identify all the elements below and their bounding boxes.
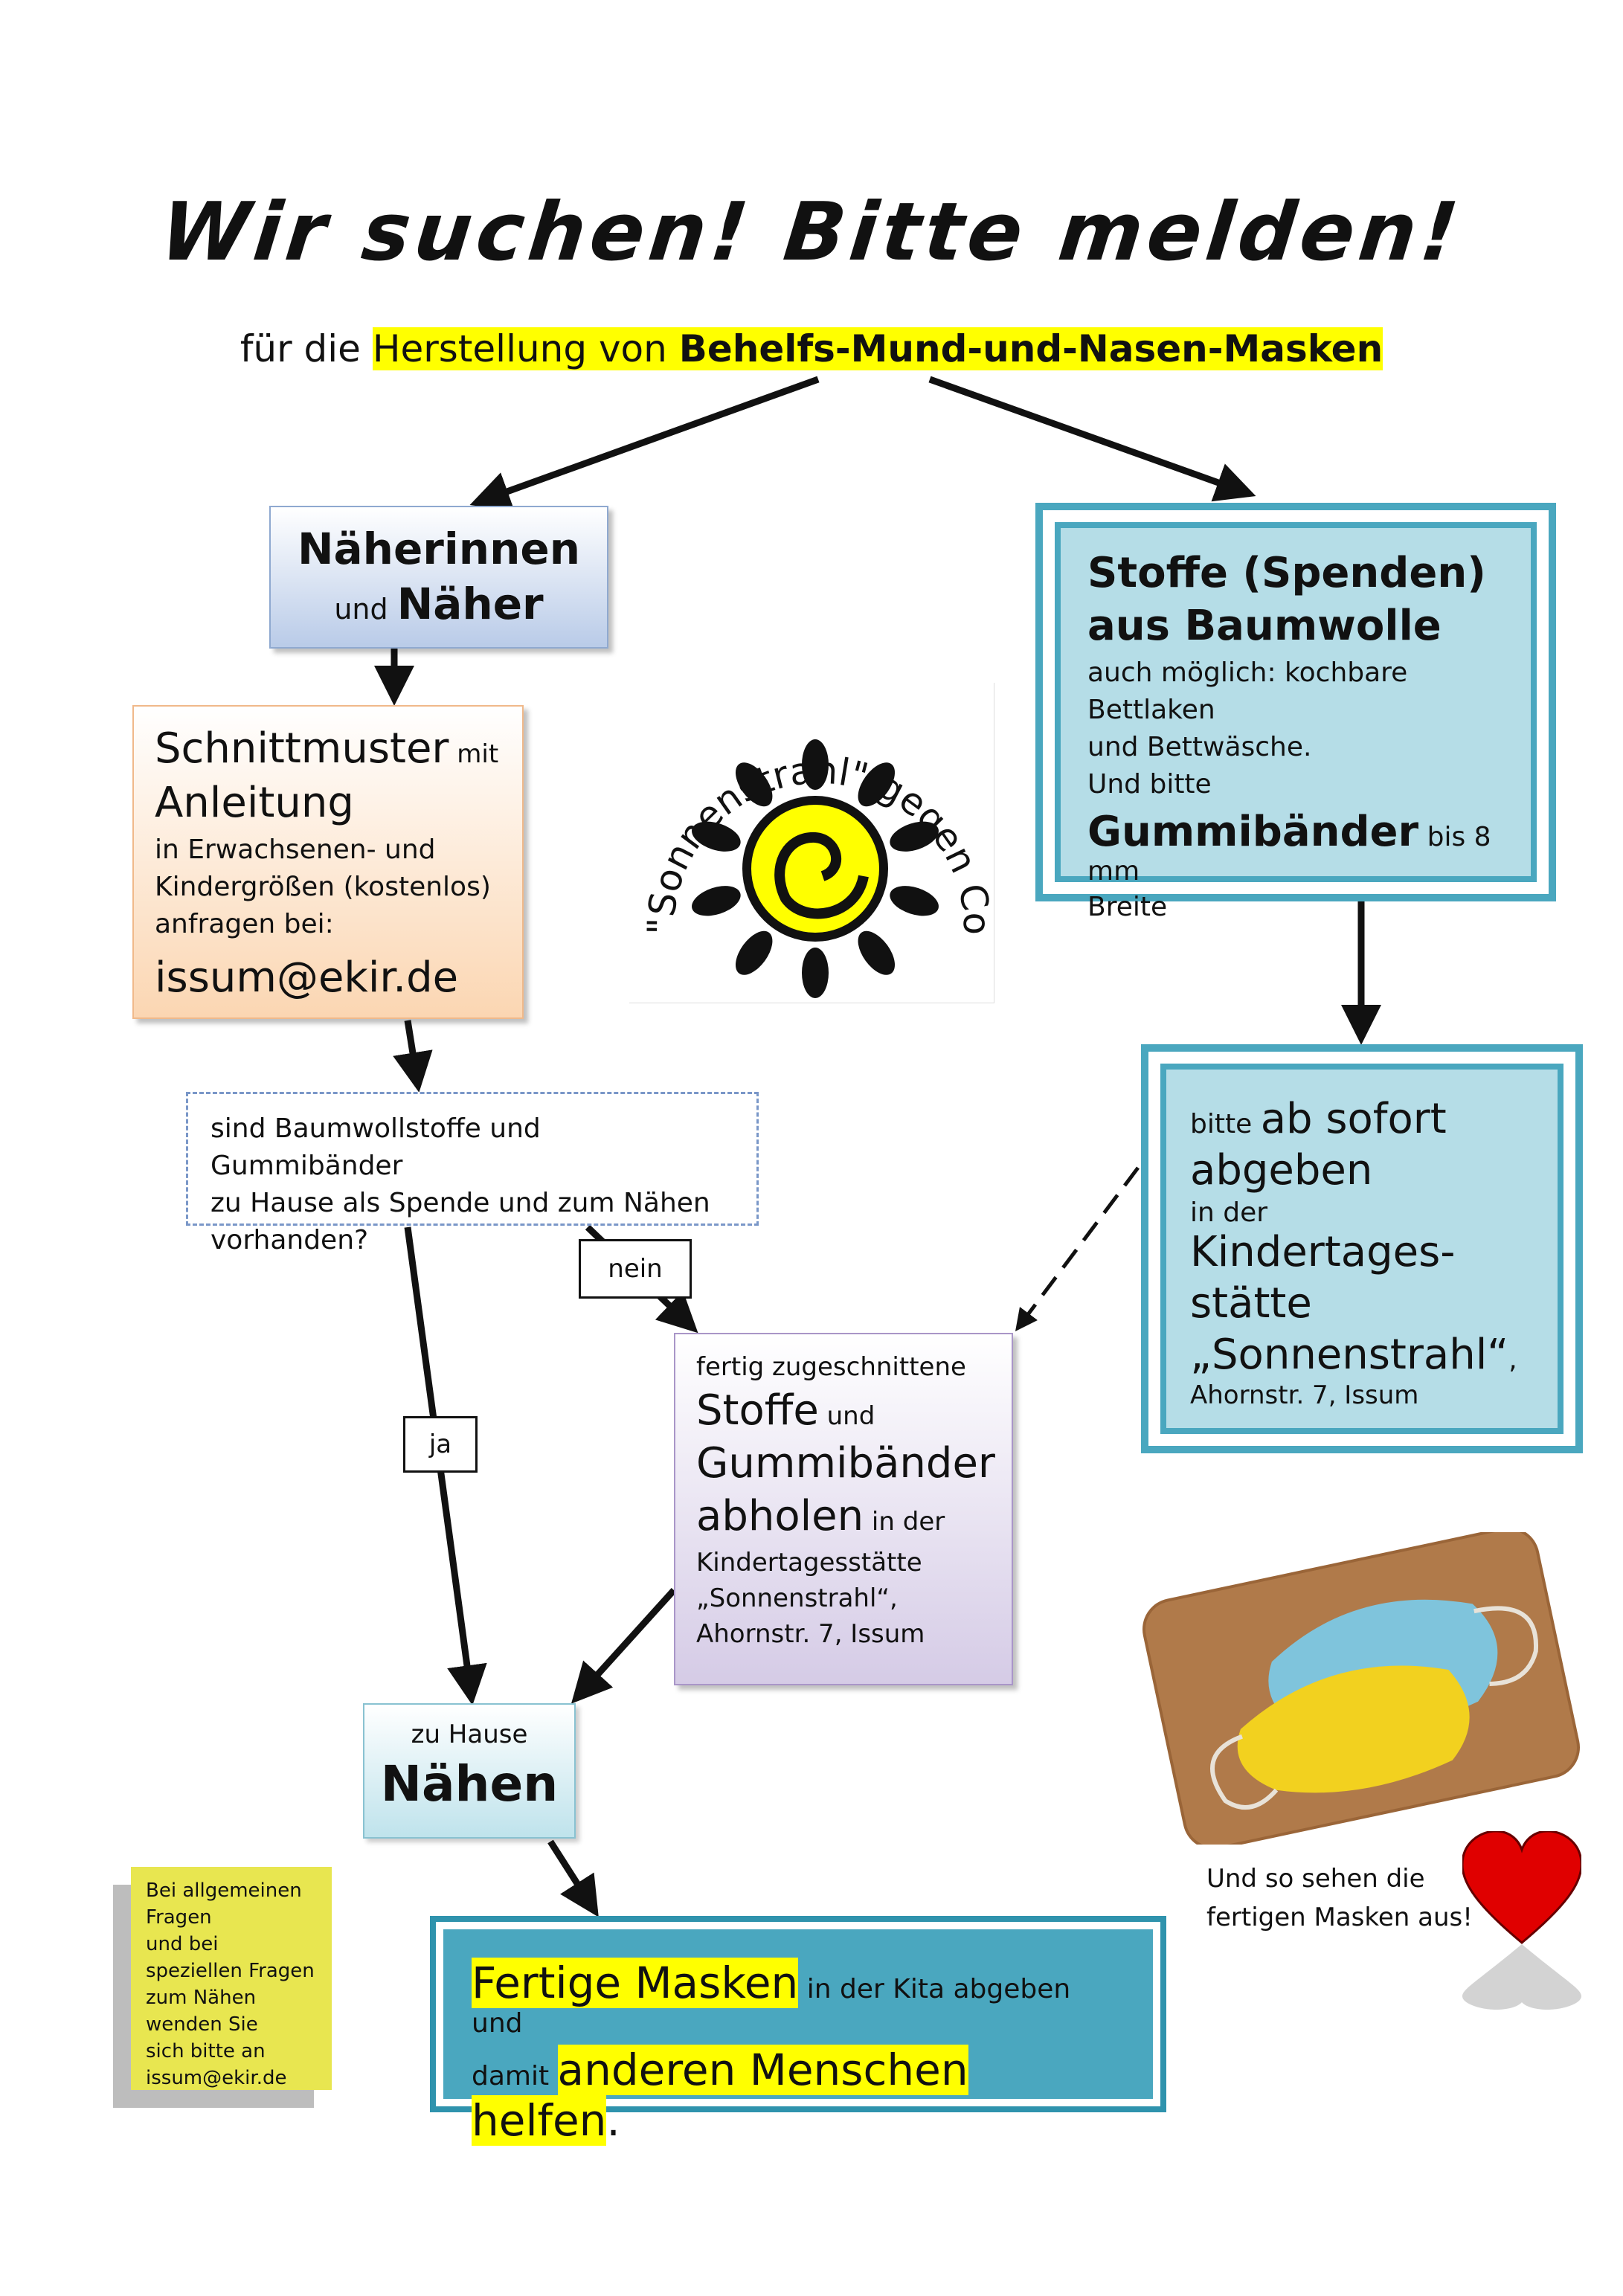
schnitt-line4: Kindergrößen (kostenlos) [155, 872, 491, 902]
stoffe-line3: auch möglich: kochbare Bettlaken [1087, 657, 1408, 725]
subtitle-prefix: für die [240, 327, 373, 370]
abholen-line6: „Sonnenstrahl“, [696, 1583, 898, 1613]
note-line: zum Nähen [146, 1987, 257, 2009]
photo-caption: Und so sehen die fertigen Masken aus! [1206, 1859, 1519, 1937]
question-line3: vorhanden? [210, 1225, 369, 1255]
stoffe-big: Gummibänder [1087, 808, 1419, 856]
abholen-big1: Stoffe [696, 1386, 819, 1435]
fertig-box: Fertige Masken in der Kita abgeben und d… [443, 1929, 1153, 2146]
label-nein: nein [579, 1239, 692, 1299]
label-ja: ja [403, 1416, 478, 1473]
naehen-big: Nähen [380, 1755, 559, 1813]
naeherinnen-line1: Näherinnen [297, 524, 580, 574]
naehen-small: zu Hause [411, 1720, 528, 1749]
abholen-big2: Gummibänder [696, 1439, 995, 1488]
stoffe-line4: und Bettwäsche. [1087, 732, 1312, 762]
arrow-abgeben-abholen [1015, 1166, 1140, 1331]
abholen-box: fertig zugeschnittene Stoffe und Gummibä… [674, 1333, 1013, 1685]
schnitt-line5: anfragen bei: [155, 909, 334, 939]
question-line1: sind Baumwollstoffe und Gummibänder [210, 1113, 541, 1181]
sun-logo: Kita "Sonnenstrahl" gegen Corona [617, 649, 998, 998]
fertig-rest1: in der Kita abgeben und [472, 1974, 1071, 2039]
schnitt-line3: in Erwachsenen- und [155, 835, 436, 865]
abholen-line1: fertig zugeschnittene [696, 1352, 966, 1382]
abgeben-big2: abgeben [1190, 1146, 1373, 1194]
abgeben-big5: „Sonnenstrahl“ [1190, 1331, 1509, 1379]
subtitle-bold: Behelfs-Mund-und-Nasen-Masken [678, 327, 1383, 370]
abholen-line5: Kindertagesstätte [696, 1548, 922, 1578]
heart-icon [1462, 1831, 1581, 2010]
fertig-end: . [606, 2095, 620, 2146]
schnitt-small1: mit [449, 739, 499, 769]
sun-rays [692, 739, 939, 998]
subtitle: für die Herstellung von Behelfs-Mund-und… [0, 327, 1623, 370]
fertig-hl1: Fertige Masken [472, 1958, 799, 2008]
naeherinnen-box: Näherinnen und Näher [269, 506, 608, 649]
note-line: sich bitte an [146, 2040, 266, 2062]
stoffe-line2: aus Baumwolle [1087, 602, 1442, 650]
arrow-to-stoffe [928, 376, 1256, 502]
schnittmuster-box: Schnittmuster mit Anleitung in Erwachsen… [132, 705, 524, 1019]
abholen-big3: abholen [696, 1492, 864, 1540]
arrow-to-naeherinnen [469, 376, 820, 511]
note-line: Fragen [146, 1906, 212, 1929]
note-line: Bei allgemeinen [146, 1879, 302, 1902]
abholen-small3: in der [864, 1507, 945, 1537]
yellow-mask [1237, 1665, 1470, 1793]
sticky-note: Bei allgemeinen Fragen und bei spezielle… [131, 1867, 332, 2090]
abgeben-box: bitte ab sofort abgeben in der Kindertag… [1160, 1064, 1563, 1434]
schnitt-email: issum@ekir.de [155, 954, 459, 1002]
arrow-naehen-fertig [547, 1839, 599, 1917]
caption-line2: fertigen Masken aus! [1206, 1903, 1473, 1932]
stoffe-small: bis 8 mm [1087, 822, 1491, 887]
abgeben-big1: ab sofort [1260, 1095, 1447, 1143]
arrow-abholen-naehen [571, 1587, 677, 1704]
abgeben-big3: Kindertages- [1190, 1228, 1456, 1276]
caption-line1: Und so sehen die [1206, 1864, 1425, 1894]
arrow-schnitt-question [393, 1020, 433, 1093]
stoffe-line7: Breite [1087, 892, 1168, 922]
masks-photo [1142, 1532, 1581, 1845]
abholen-small1: und [818, 1401, 875, 1431]
abholen-line7: Ahornstr. 7, Issum [696, 1619, 925, 1649]
note-line: issum@ekir.de [146, 2067, 287, 2089]
naeherinnen-line2: Näher [396, 579, 544, 629]
note-line: und bei [146, 1933, 219, 1955]
page-title: Wir suchen! Bitte melden! [155, 186, 1468, 279]
naeherinnen-small: und [334, 593, 397, 626]
abgeben-small1: bitte [1190, 1109, 1261, 1139]
fertig-hl2: anderen Menschen helfen [472, 2045, 968, 2146]
abgeben-big4: stätte [1190, 1279, 1312, 1328]
abgeben-small2: in der [1190, 1197, 1268, 1228]
subtitle-highlight: Herstellung von [372, 327, 679, 370]
sun-spiral [774, 832, 869, 919]
naehen-box: zu Hause Nähen [363, 1703, 576, 1839]
note-line: speziellen Fragen [146, 1960, 315, 1982]
abgeben-address: Ahornstr. 7, Issum [1190, 1380, 1419, 1410]
schnitt-big1: Schnittmuster [155, 724, 449, 773]
note-line: wenden Sie [146, 2013, 258, 2036]
stoffe-box: Stoffe (Spenden) aus Baumwolle auch mögl… [1055, 522, 1537, 922]
question-line2: zu Hause als Spende und zum Nähen [210, 1188, 710, 1218]
kita-logo: Kita "Sonnenstrahl" gegen Corona [617, 649, 998, 1003]
fertig-small2: damit [472, 2061, 558, 2091]
schnitt-big2: Anleitung [155, 779, 354, 827]
abgeben-comma: , [1508, 1345, 1517, 1375]
stoffe-line1: Stoffe (Spenden) [1087, 549, 1486, 597]
stoffe-line5: Und bitte [1087, 769, 1212, 800]
question-box: sind Baumwollstoffe und Gummibänder zu H… [186, 1092, 759, 1255]
